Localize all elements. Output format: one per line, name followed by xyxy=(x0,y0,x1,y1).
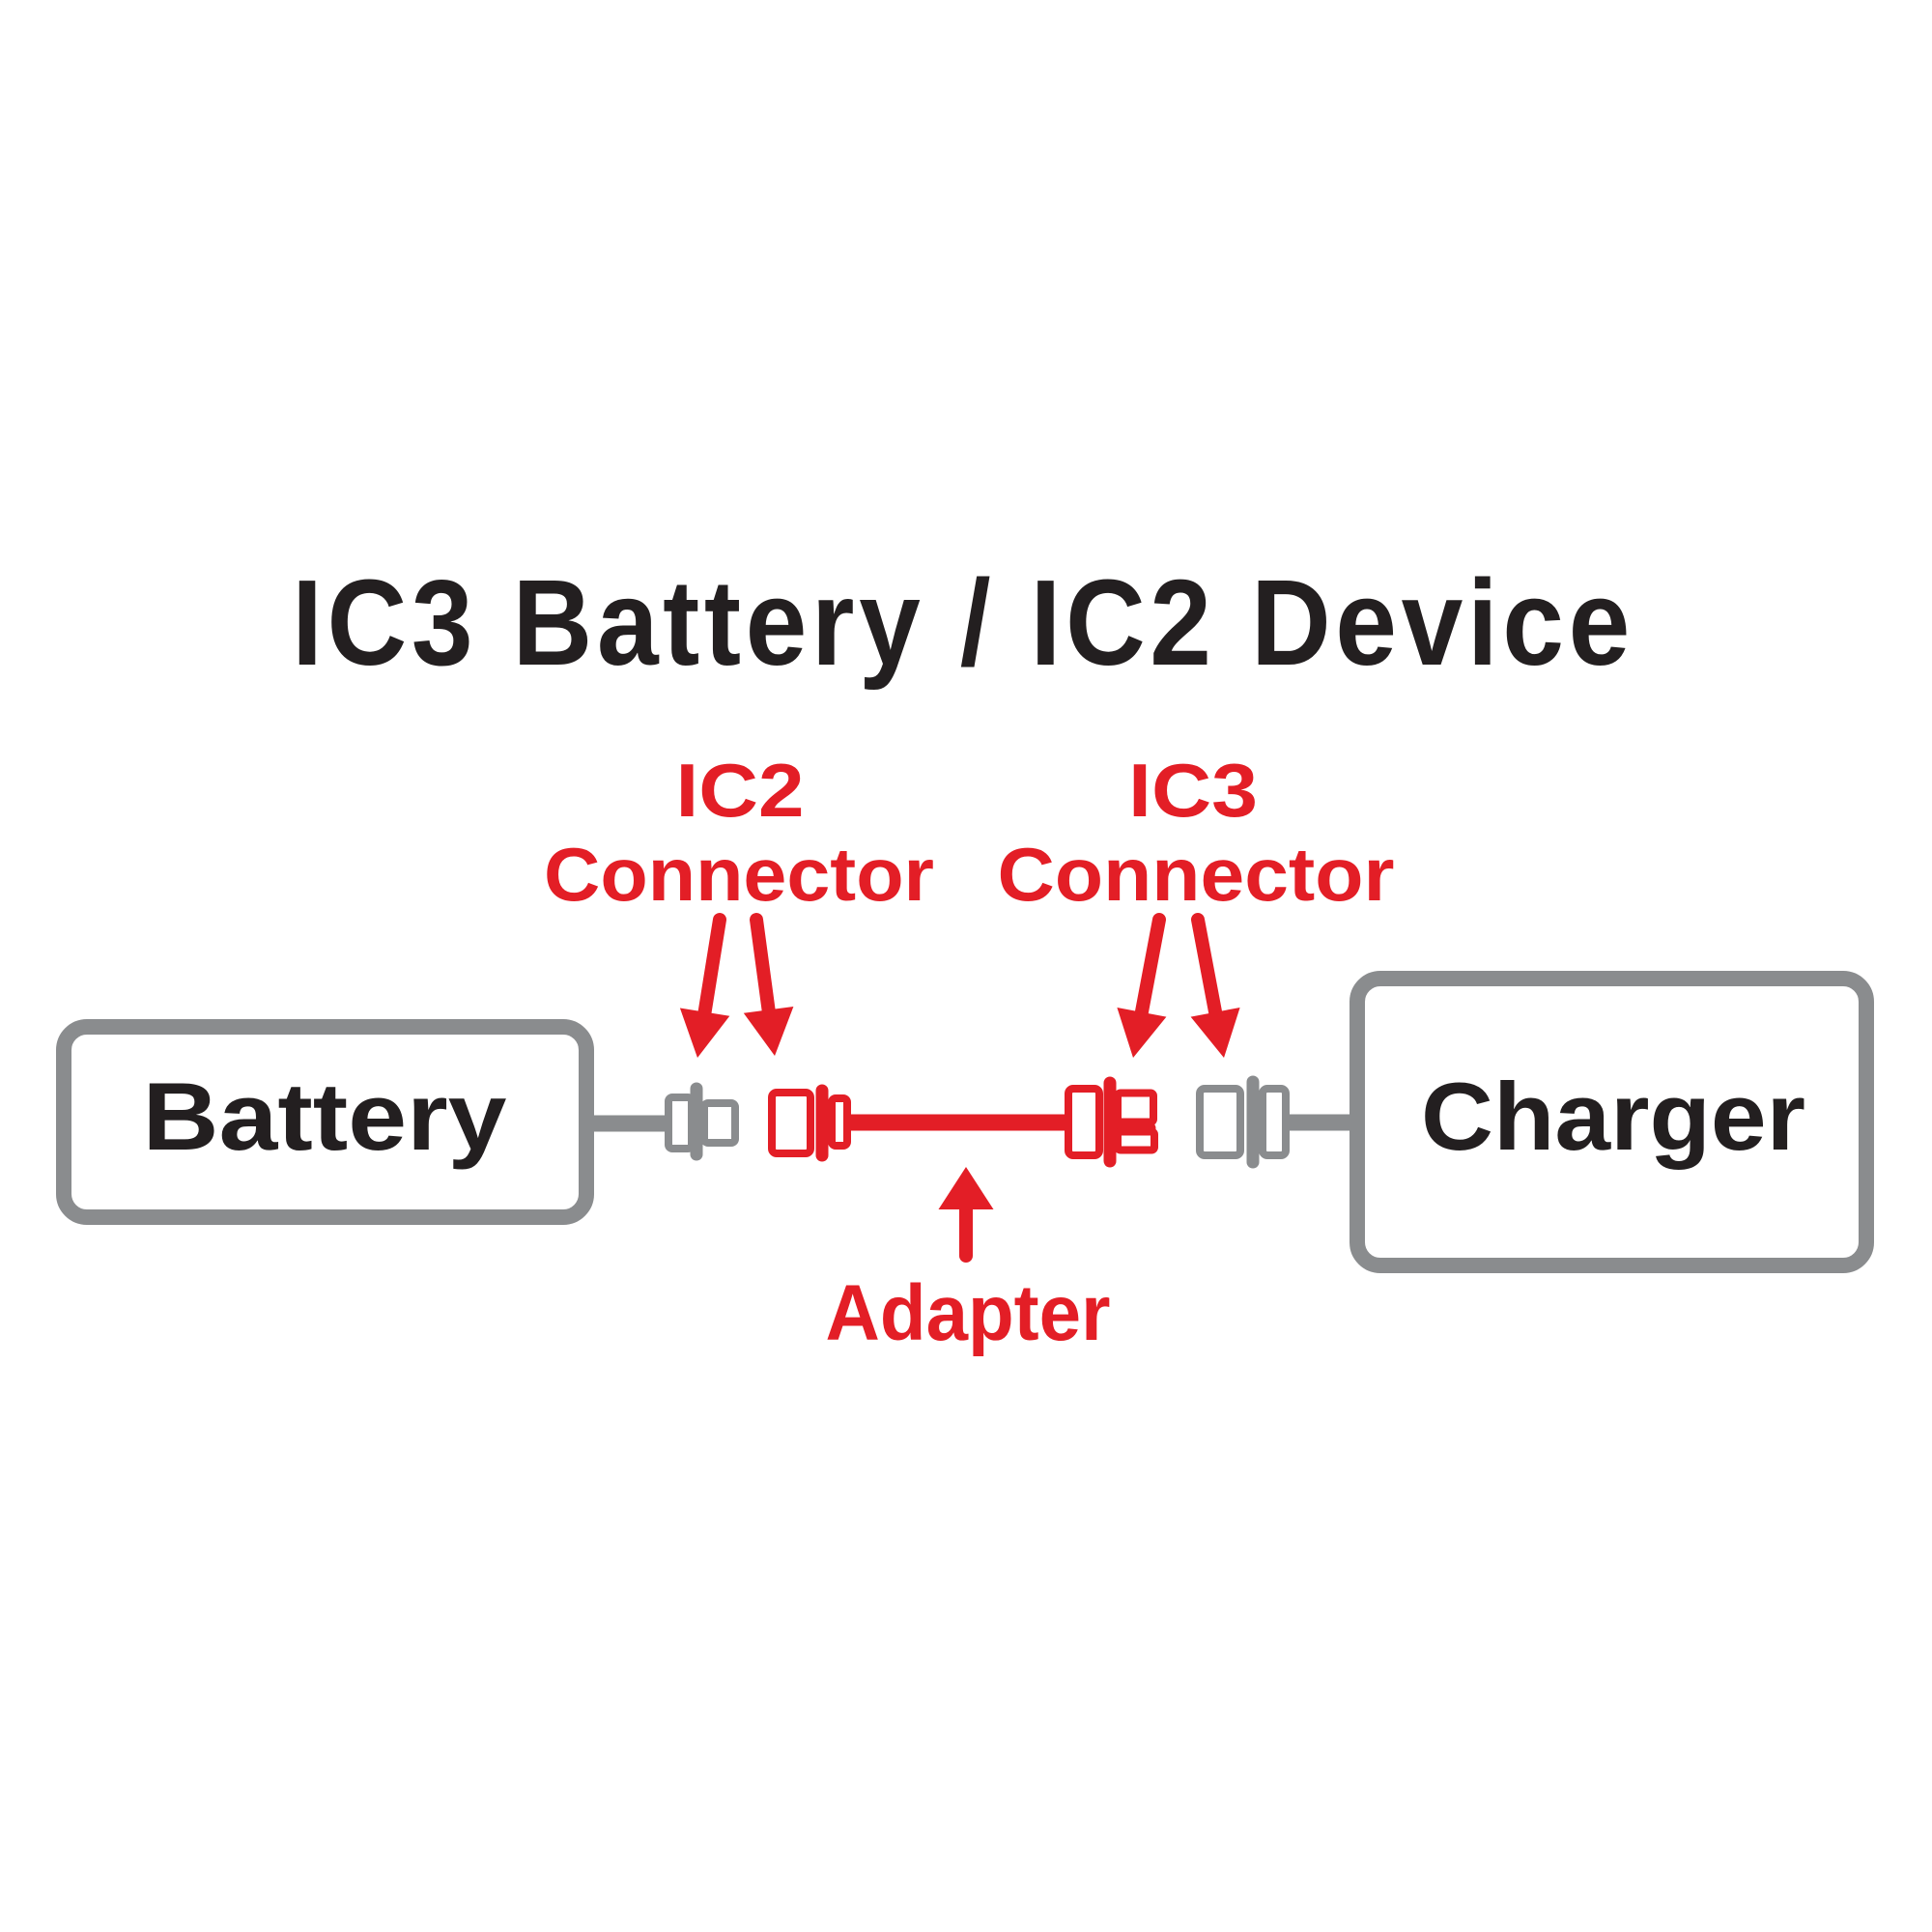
adapter-label: Adapter xyxy=(826,1268,1111,1356)
ic3-arrow-right-icon xyxy=(1190,913,1240,1058)
battery-box xyxy=(56,1019,594,1225)
ic3-adapter-connector-icon xyxy=(1065,1076,1158,1168)
diagram-title: IC3 Battery / IC2 Device xyxy=(292,554,1634,691)
ic2-connector-label: IC2 Connector xyxy=(544,749,934,916)
battery-label: Battery xyxy=(143,1065,507,1171)
ic2-adapter-connector-icon xyxy=(768,1084,851,1162)
adapter-arrow-icon xyxy=(938,1167,994,1263)
ic3-label-line1: IC3 xyxy=(1128,750,1258,833)
ic2-device-connector-icon xyxy=(665,1082,739,1161)
ic2-label-line2: Connector xyxy=(544,832,934,916)
ic2-arrow-left-icon xyxy=(679,913,730,1058)
ic2-arrow-right-icon xyxy=(743,913,794,1056)
ic2-label-line1: IC2 xyxy=(676,749,805,833)
ic3-charger-connector-icon xyxy=(1196,1075,1290,1169)
ic3-arrow-left-icon xyxy=(1117,913,1167,1058)
charger-box xyxy=(1350,971,1874,1273)
charger-label: Charger xyxy=(1421,1064,1805,1170)
ic3-connector-label: IC3 Connector xyxy=(998,750,1395,917)
ic3-label-line2: Connector xyxy=(998,832,1395,917)
